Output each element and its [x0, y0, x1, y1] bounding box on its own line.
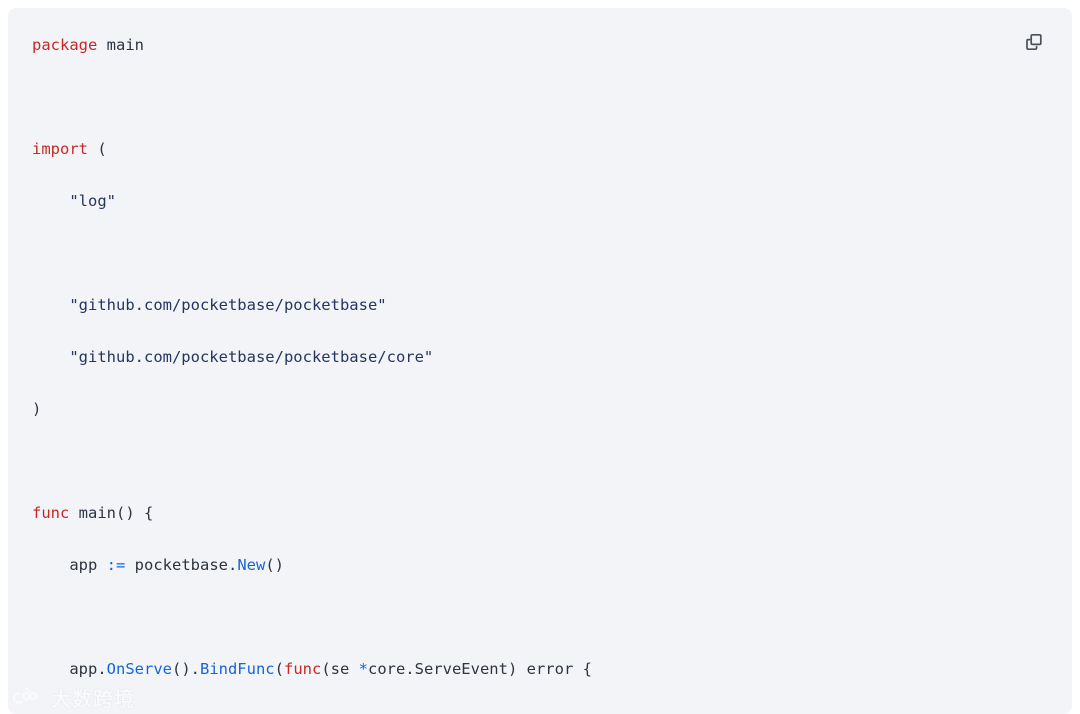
code-token-str: "log": [69, 192, 116, 210]
code-line: "github.com/pocketbase/pocketbase": [32, 292, 1072, 318]
code-token-cmt: // registers new "GET /hello" route: [107, 712, 434, 714]
code-token-fn: OnServe: [106, 660, 172, 678]
code-line: [32, 448, 1072, 474]
code-token-id: (: [274, 660, 284, 678]
code-token-op: *: [358, 660, 368, 678]
code-token-fn: New: [237, 556, 266, 574]
code-token-fn: BindFunc: [199, 660, 275, 678]
code-line: app.OnServe().BindFunc(func(se *core.Ser…: [32, 656, 1072, 682]
code-line: func main() {: [32, 500, 1072, 526]
code-token-kw: func: [32, 504, 70, 522]
code-token-id: (se: [321, 660, 359, 678]
code-token-id: main: [97, 36, 144, 54]
code-token-id: [32, 348, 69, 366]
code-token-id: pocketbase.: [125, 556, 238, 574]
code-token-kw: func: [283, 660, 322, 678]
code-scroll-area[interactable]: package main import ( "log" "github.com/…: [8, 8, 1072, 714]
code-token-id: ().: [171, 660, 200, 678]
code-line: ): [32, 396, 1072, 422]
code-token-str: "github.com/pocketbase/pocketbase": [69, 296, 387, 314]
code-line: "log": [32, 188, 1072, 214]
code-block-card: package main import ( "log" "github.com/…: [8, 8, 1072, 714]
code-token-id: (): [265, 556, 284, 574]
code-content: package main import ( "log" "github.com/…: [8, 8, 1072, 714]
code-line: [32, 604, 1072, 630]
code-token-id: app: [32, 556, 107, 574]
code-token-id: ): [32, 400, 42, 418]
code-line: package main: [32, 32, 1072, 58]
code-token-id: [32, 296, 69, 314]
code-line: [32, 84, 1072, 110]
code-token-kw: import: [32, 140, 88, 158]
code-line: [32, 240, 1072, 266]
copy-icon: [1024, 32, 1044, 52]
code-token-id: core.ServeEvent) error {: [367, 660, 592, 678]
code-line: // registers new "GET /hello" route: [32, 708, 1072, 714]
code-token-id: (: [88, 140, 107, 158]
code-line: "github.com/pocketbase/pocketbase/core": [32, 344, 1072, 370]
code-token-op: :=: [106, 556, 126, 574]
code-token-id: [32, 192, 69, 210]
code-token-kw: package: [32, 36, 98, 54]
code-token-str: "github.com/pocketbase/pocketbase/core": [69, 348, 434, 366]
code-line: import (: [32, 136, 1072, 162]
copy-icon-button[interactable]: [1020, 28, 1048, 56]
code-line: app := pocketbase.New(): [32, 552, 1072, 578]
code-token-id: app.: [32, 660, 107, 678]
code-token-id: main() {: [69, 504, 154, 522]
